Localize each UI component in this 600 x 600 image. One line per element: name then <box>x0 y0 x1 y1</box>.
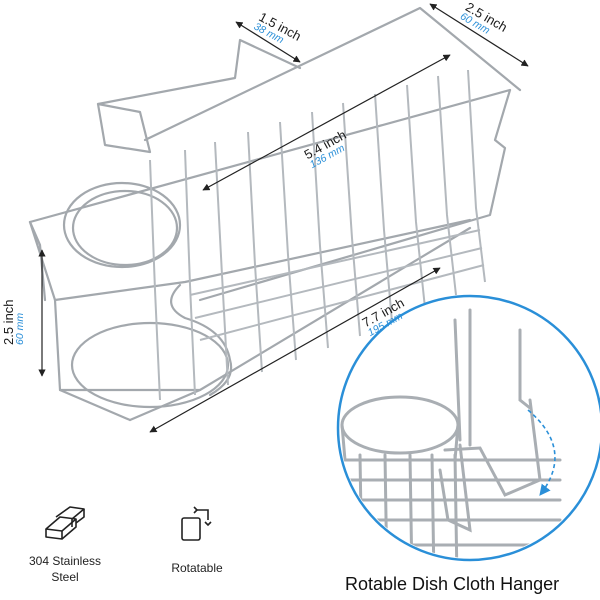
feature-rotatable: Rotatable <box>147 560 247 576</box>
rotate-icon <box>181 506 212 541</box>
feature-material: 304 Stainless Steel <box>10 553 120 585</box>
steel-bars-icon <box>45 506 85 540</box>
feature-material-label: 304 Stainless Steel <box>28 554 102 585</box>
dimension-lines <box>38 3 529 433</box>
feature-rotatable-label: Rotatable <box>171 561 223 575</box>
dim-height-left: 2.5 inch 60 mm <box>1 299 26 345</box>
product-caption: Rotable Dish Cloth Hanger <box>345 574 560 594</box>
